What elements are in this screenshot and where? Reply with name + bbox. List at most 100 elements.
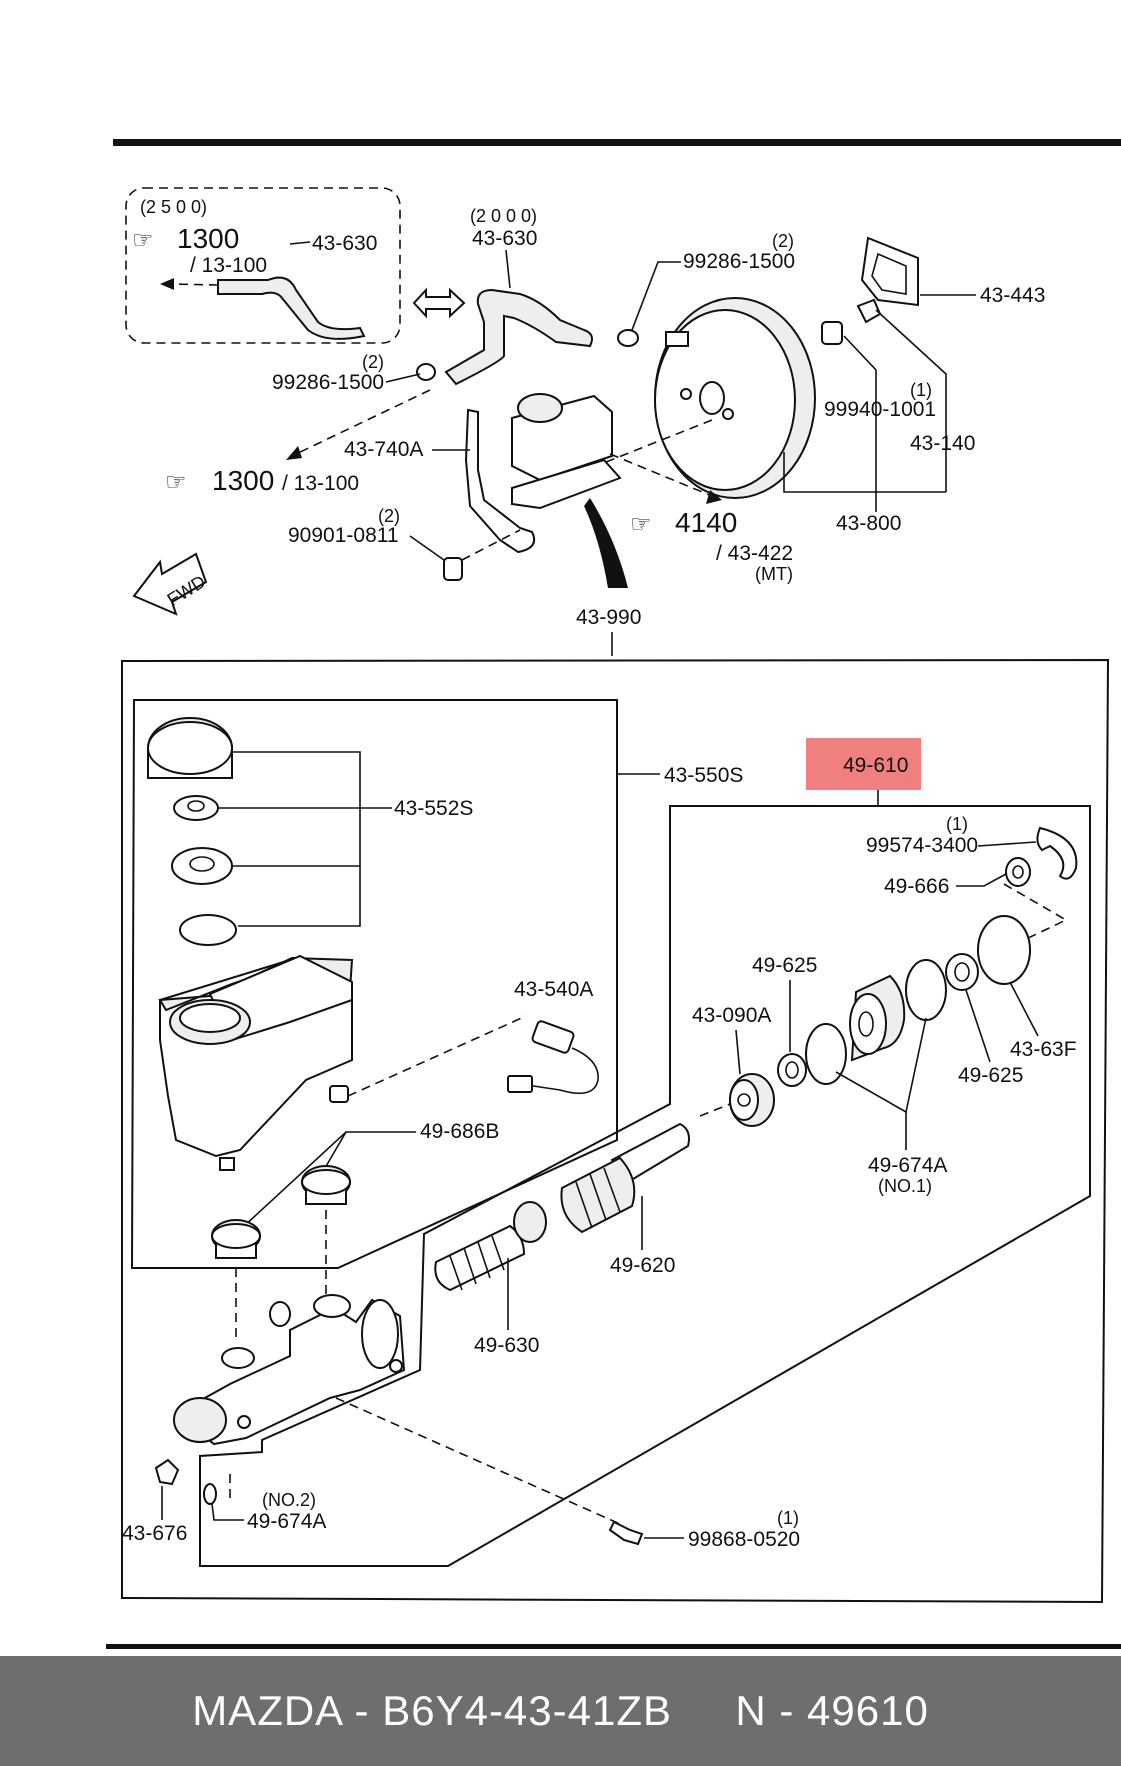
strainer-inner [189, 856, 215, 872]
qty-1-c: (1) [777, 1508, 799, 1528]
secondary-piston-face [849, 993, 887, 1055]
bushing-49-625-b [945, 953, 979, 991]
qty-2000-label: (2 0 0 0) [470, 206, 537, 226]
qty-1-a: (1) [910, 380, 932, 400]
hose-2000 [444, 288, 593, 386]
pointing-hand-icon-c: ☞ [630, 511, 652, 538]
grommet-a-top [211, 1223, 261, 1249]
part-43-443: 43-443 [980, 284, 1045, 307]
qty-2-a: (2) [772, 231, 794, 251]
part-43-550s: 43-550S [664, 764, 743, 787]
ref-43-422: / 43-422 [716, 542, 793, 565]
master-cylinder-end [173, 1397, 227, 1443]
leader-43-630-a [289, 241, 311, 245]
leader-99286-1500-b [385, 373, 421, 383]
piston-set-box [199, 805, 1091, 1567]
leader-43-140 [875, 309, 947, 492]
ref-13-100-b: / 13-100 [282, 472, 359, 495]
part-49-674a-b: 49-674A [247, 1510, 326, 1533]
bracket-43-740a [464, 408, 536, 554]
reservoir-foot [219, 1157, 235, 1171]
gasket-inner [871, 252, 907, 295]
bracket-43-552s [232, 751, 361, 927]
master-cylinder-flange [361, 1299, 399, 1369]
note-mt: (MT) [755, 564, 793, 584]
part-99868-0520: 99868-0520 [688, 1528, 800, 1551]
nut-90901-0811 [443, 557, 463, 581]
part-49-686b: 49-686B [420, 1120, 499, 1143]
bushing-49-625-a [777, 1053, 807, 1087]
port-b [313, 1294, 351, 1318]
cap-gasket [173, 795, 219, 821]
primary-piston-rod [610, 1122, 690, 1184]
washer-49-666 [1005, 857, 1031, 887]
seal-43-63f [977, 915, 1031, 985]
booster-stud-a [680, 388, 692, 400]
dash-snap [1003, 883, 1068, 941]
bushing-49-625-b-hole [954, 962, 970, 982]
secondary-piston-core [858, 1011, 874, 1037]
variant-2500-box [125, 187, 401, 344]
cup-seal-no2 [203, 1483, 217, 1505]
snap-ring [1036, 826, 1078, 880]
leader-43-630-b [505, 249, 511, 289]
reservoir-set-box [130, 699, 618, 1269]
qty-1-b: (1) [946, 814, 968, 834]
part-49-625-b: 49-625 [958, 1064, 1023, 1087]
part-43-552s: 43-552S [394, 797, 473, 820]
part-49-666: 49-666 [884, 875, 949, 898]
dash-sensor [347, 1015, 527, 1097]
part-90901-0811: 90901-0811 [288, 524, 399, 547]
parts-diagram: (2 5 0 0) ☞ 1300 / 13-100 43-630 (2 0 0 … [106, 139, 1121, 1649]
ref-1300-a: 1300 [177, 223, 239, 254]
ref-13-100-a: / 13-100 [190, 254, 267, 277]
hose-2500 [217, 276, 366, 340]
assembly-43-990-box [121, 658, 1110, 1604]
part-43-800: 43-800 [836, 512, 901, 535]
arrow-1300-a [169, 283, 219, 286]
ref-4140: 4140 [675, 507, 737, 538]
part-43-630-a: 43-630 [312, 232, 377, 255]
booster-pin [665, 331, 689, 347]
leader-99574-3400 [977, 841, 1037, 847]
leader-49-625-b [965, 989, 991, 1063]
pointing-hand-icon: ☞ [132, 227, 154, 254]
leader-43-800 [783, 452, 946, 493]
leader-43-63f [1009, 981, 1039, 1037]
arrow-head-4140 [706, 490, 722, 504]
reservoir-neck-inner [179, 1003, 241, 1033]
part-43-140: 43-140 [910, 432, 975, 455]
spring-coils [449, 1235, 505, 1291]
fitting-43-676 [154, 1458, 180, 1486]
dash-to-4140 [609, 453, 713, 497]
brake-booster [654, 309, 796, 491]
cup-seal-b [805, 1023, 847, 1085]
washer-49-666-hole [1012, 865, 1024, 879]
reservoir-cap-small [517, 393, 563, 423]
leader-43-090a [735, 1029, 741, 1075]
part-43-990: 43-990 [576, 606, 641, 629]
arrow-head-1300-a [160, 278, 174, 290]
pointing-hand-icon-b: ☞ [165, 469, 187, 496]
o-ring-reservoir [179, 914, 237, 946]
highlight-49-610 [806, 738, 921, 790]
spring-retainer [513, 1201, 547, 1243]
ref-1300-b: 1300 [212, 465, 274, 496]
sensor-connector [507, 1075, 533, 1093]
part-49-674a: 49-674A [868, 1154, 947, 1177]
part-43-63f: 43-63F [1010, 1038, 1077, 1061]
bushing-49-625-a-hole [785, 1061, 799, 1079]
qty-2-b: (2) [362, 352, 384, 372]
part-43-540a: 43-540A [514, 978, 593, 1001]
part-43-090a: 43-090A [692, 1004, 771, 1027]
side-port [237, 1415, 251, 1429]
part-99574-3400: 99574-3400 [866, 834, 978, 857]
part-49-630: 49-630 [474, 1334, 539, 1357]
booster-center [699, 381, 725, 415]
dash-nut [461, 529, 521, 561]
fluid-level-sensor [531, 1020, 575, 1054]
master-cylinder-small [511, 458, 622, 510]
spring-49-630 [434, 1224, 526, 1292]
gasket-43-443 [860, 236, 919, 307]
booster-stud-b [722, 408, 734, 420]
